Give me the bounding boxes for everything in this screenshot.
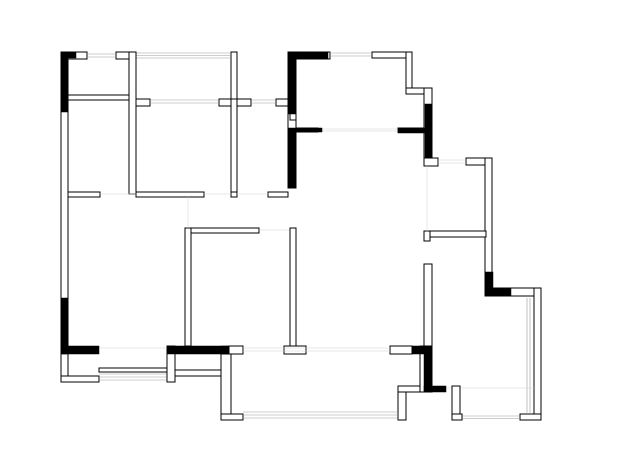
- column-south-east: [411, 345, 447, 393]
- bedroom-south-walls: [67, 191, 289, 198]
- south-west-balcony: [60, 345, 222, 383]
- column-master-sw: [287, 127, 323, 189]
- east-bedroom-walls: [423, 263, 542, 421]
- column-sw-corner: [60, 297, 100, 355]
- column-south-centre: [166, 345, 230, 369]
- column-nw-corner: [60, 51, 77, 113]
- bedroom-2-walls: [135, 98, 289, 195]
- east-entry-walls: [423, 157, 493, 291]
- column-east-1: [484, 271, 512, 297]
- column-master-east: [397, 103, 433, 161]
- study-walls: [184, 197, 307, 355]
- column-master-nw: [287, 51, 329, 115]
- living-south-walls: [220, 345, 433, 421]
- master-bedroom-walls: [287, 51, 433, 189]
- bedroom-1-closet-wall: [67, 51, 137, 195]
